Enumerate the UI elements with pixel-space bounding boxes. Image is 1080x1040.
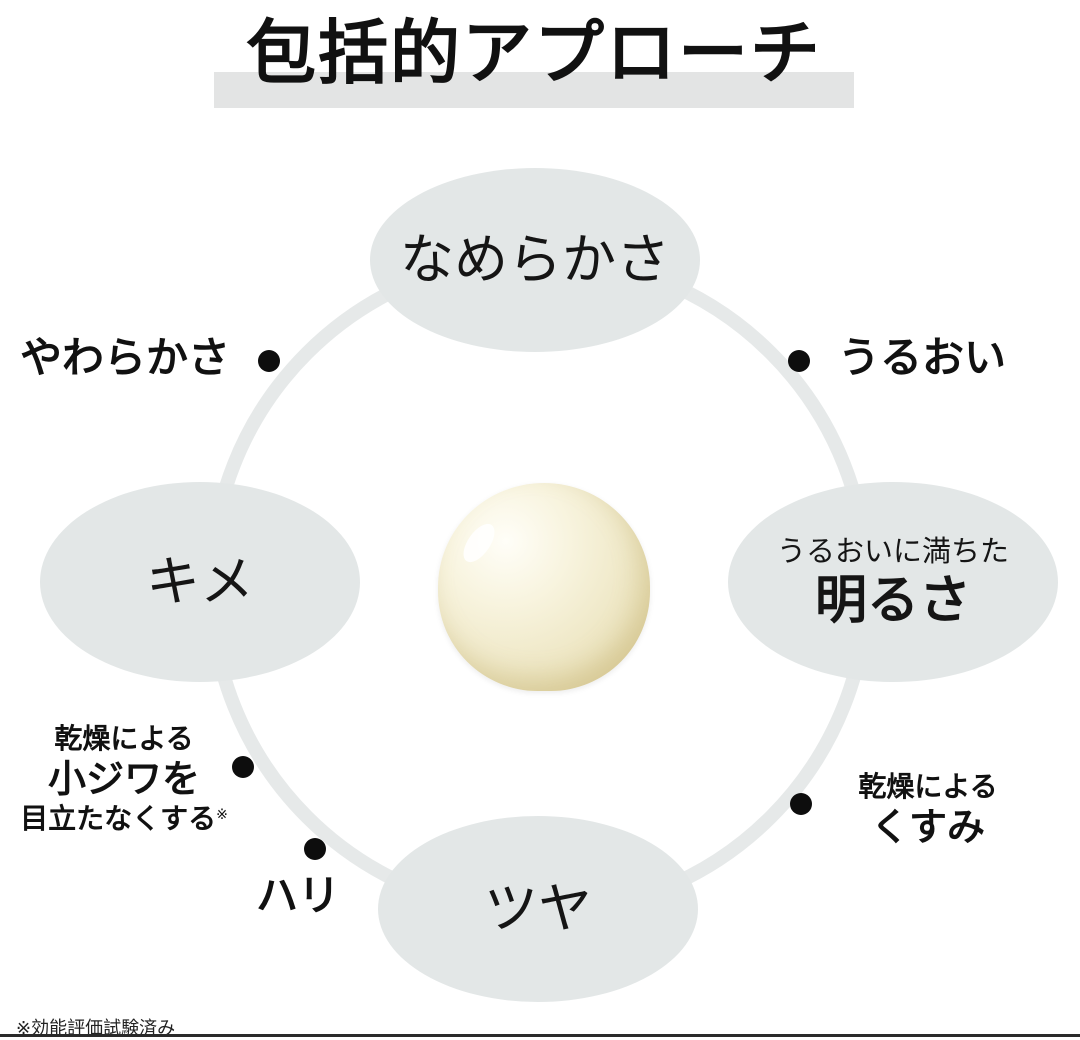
oval-brightness-label: 明るさ bbox=[814, 570, 971, 631]
dot-wrinkles bbox=[232, 756, 254, 778]
oval-luster-label: ツヤ bbox=[484, 877, 592, 941]
label-dry-dullness: 乾燥による くすみ bbox=[838, 770, 1018, 850]
label-dry-dullness-line1: 乾燥による bbox=[858, 770, 998, 803]
label-moisture: うるおい bbox=[838, 333, 1007, 382]
oval-smoothness: なめらかさ bbox=[370, 168, 700, 352]
title-block: 包括的アプローチ bbox=[214, 8, 854, 108]
oval-smoothness-label: なめらかさ bbox=[400, 228, 670, 292]
cream-highlight bbox=[457, 518, 501, 568]
label-firmness: ハリ bbox=[256, 871, 341, 920]
label-dry-dullness-line2: くすみ bbox=[870, 805, 985, 849]
dot-softness bbox=[258, 350, 280, 372]
label-dry-wrinkles-line3: 目立たなくする※ bbox=[14, 802, 234, 836]
label-dry-wrinkles-line3-text: 目立たなくする bbox=[20, 802, 217, 835]
oval-texture-label: キメ bbox=[146, 550, 254, 614]
label-dry-wrinkles-note-mark: ※ bbox=[216, 807, 228, 823]
dot-moisture bbox=[788, 350, 810, 372]
page-title: 包括的アプローチ bbox=[246, 12, 822, 94]
label-dry-wrinkles-line1: 乾燥による bbox=[54, 722, 194, 755]
bottom-divider bbox=[0, 1034, 1080, 1037]
label-dry-wrinkles-line2: 小ジワを bbox=[47, 757, 200, 801]
oval-luster: ツヤ bbox=[378, 816, 698, 1002]
cream-product-image bbox=[438, 483, 650, 691]
oval-brightness: うるおいに満ちた 明るさ bbox=[728, 482, 1058, 682]
footnote: ※効能評価試験済み bbox=[16, 1018, 176, 1039]
oval-texture: キメ bbox=[40, 482, 360, 682]
oval-brightness-sublabel: うるおいに満ちた bbox=[776, 534, 1009, 568]
label-dry-wrinkles: 乾燥による 小ジワを 目立たなくする※ bbox=[14, 722, 234, 836]
label-softness: やわらかさ bbox=[20, 333, 231, 382]
title-underline-bar bbox=[214, 72, 854, 108]
dot-firmness bbox=[304, 838, 326, 860]
dot-dullness bbox=[790, 793, 812, 815]
